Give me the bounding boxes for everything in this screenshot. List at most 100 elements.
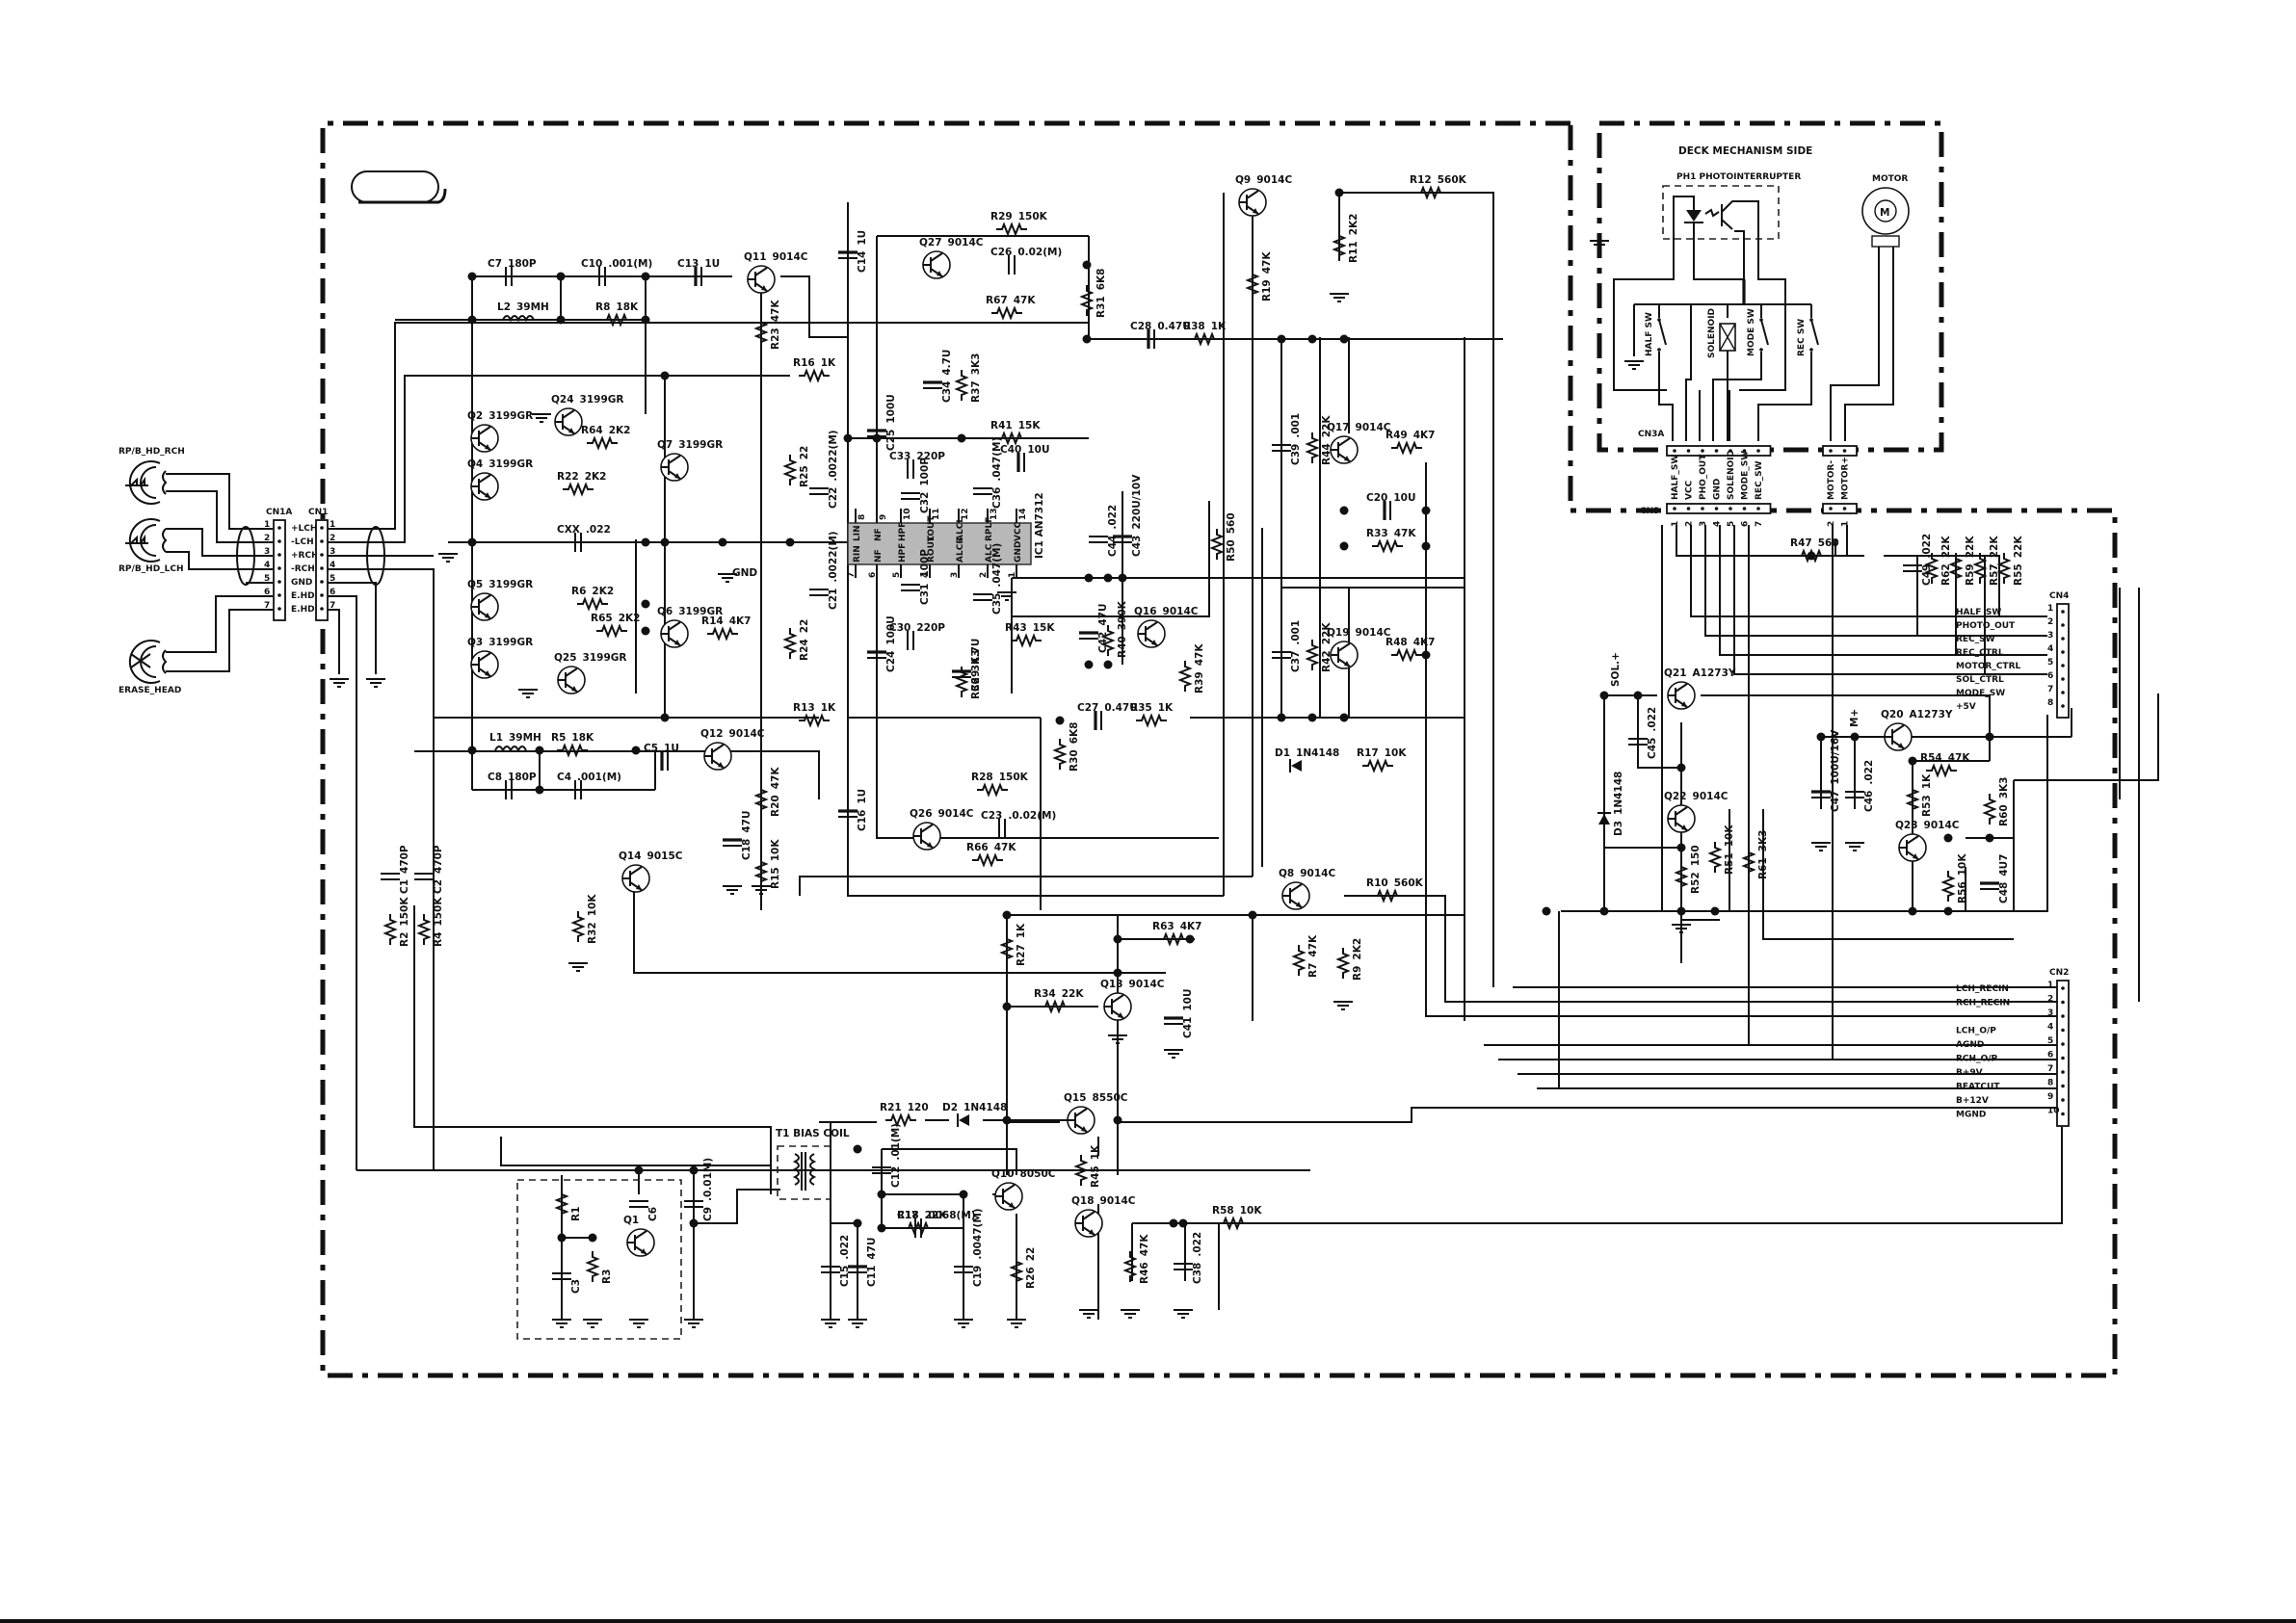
capacitor-c7 [505, 267, 513, 286]
junction-dot [1421, 506, 1431, 515]
diode-d1 [1289, 759, 1302, 772]
resistor-r6 [577, 596, 608, 612]
resistor-r9 [1335, 948, 1351, 979]
resistor-r7 [1291, 945, 1306, 976]
pin-number: 5 [2047, 658, 2053, 668]
inductor-l2 [502, 315, 535, 323]
label-c2: C2470P [433, 845, 444, 894]
capacitor-c13 [694, 267, 702, 286]
capacitor-c24 [867, 650, 886, 659]
capacitor-c2 [414, 873, 434, 880]
pin-number: 5 [330, 574, 335, 584]
pin-signal: B+12V [1956, 1096, 1989, 1106]
resistor-r12 [1415, 185, 1446, 200]
diode-d3 [1597, 812, 1611, 825]
capacitor-c28 [1147, 329, 1155, 349]
pin-signal: +RCH [291, 551, 319, 561]
junction-dot [1599, 906, 1609, 916]
resistor-r18 [903, 1220, 934, 1236]
label-r31: R316K8 [1095, 269, 1107, 318]
ground-icon [848, 1319, 867, 1328]
resistor-r30 [1052, 739, 1068, 770]
pin-number: 6 [2047, 671, 2053, 681]
resistor-r21 [885, 1113, 916, 1128]
resistor-r8 [601, 312, 632, 327]
transistor-q11 [747, 265, 776, 294]
ground-icon [438, 553, 458, 563]
pin-number: 5 [2047, 1036, 2053, 1046]
resistor-r3 [585, 1251, 600, 1282]
junction-dot [1002, 1115, 1012, 1125]
junction-dot [1082, 334, 1092, 344]
junction-dot [1185, 934, 1195, 944]
ic-pin-name: RPLF [985, 517, 994, 541]
label-c4: C4.001(M) [557, 772, 621, 783]
label-r11: R112K2 [1348, 214, 1359, 263]
pin-number: 4 [1713, 521, 1723, 527]
sol-plus-label: SOL.+ [1610, 652, 1622, 687]
label-c43: C43220U/10V [1131, 474, 1143, 557]
ic-pin-number: 1 [1008, 572, 1017, 578]
transistor-q4 [470, 472, 499, 501]
head-label: ERASE_HEAD [119, 686, 181, 695]
junction-dot [872, 433, 882, 443]
solenoid-label: SOLENOID [1707, 308, 1717, 358]
label-c17: C17.0068(M) [897, 1210, 976, 1221]
photointerrupter-label: PH1 PHOTOINTERRUPTER [1676, 172, 1801, 182]
junction-dot [467, 315, 477, 325]
pin-signal: -LCH [291, 537, 314, 547]
ic-pin-name: NF [874, 549, 884, 563]
bias-coil-box [777, 1145, 831, 1200]
pin-number: 7 [330, 601, 335, 611]
ic-pin-name: ALC [985, 543, 994, 563]
pin-number: 1 [2047, 981, 2053, 990]
junction-dot [1339, 713, 1349, 722]
capacitor-c45 [1628, 738, 1648, 746]
resistor-r5 [557, 743, 588, 758]
junction-dot [641, 315, 650, 325]
erase-head-icon [128, 640, 168, 684]
resistor-r59 [1948, 553, 1964, 584]
transistor-q15 [1067, 1106, 1095, 1135]
capacitor-c23 [998, 819, 1006, 838]
connector-label: CN4 [2049, 591, 2069, 601]
resistor-r1 [554, 1189, 569, 1219]
label-c37: C37.001 [1290, 620, 1302, 672]
ic-pin-name: GND [1014, 541, 1023, 563]
resistor-r52 [1674, 861, 1689, 892]
capacitor-c11 [848, 1265, 867, 1273]
label-r44: R4422K [1321, 415, 1333, 465]
ground-icon [629, 1319, 648, 1328]
pin-signal: REC_SW [1956, 635, 1995, 644]
ic-pin-name: ALCR [956, 537, 965, 563]
photointerrupter-box [1662, 185, 1780, 240]
pin-signal: SOL_CTRL [1956, 675, 2004, 685]
ground-icon [1108, 1034, 1127, 1044]
label-c45: C45.022 [1647, 707, 1658, 759]
pin-signal: VCC [1685, 480, 1695, 500]
ic-pin-name: LOUT [927, 515, 937, 541]
label-r30: R306K8 [1069, 722, 1080, 772]
resistor-r36 [954, 667, 969, 697]
capacitor-c3 [552, 1272, 571, 1280]
pin-signal: MOTOR- [1827, 460, 1836, 500]
junction-dot [1334, 188, 1344, 197]
switch-icon [1809, 318, 1819, 352]
label-r19: R1947K [1261, 251, 1273, 301]
label-r55: R5522K [2013, 536, 2024, 586]
transistor-q12 [703, 742, 732, 771]
page-bottom-rule [0, 1619, 2296, 1623]
pin-number: 3 [330, 547, 335, 557]
